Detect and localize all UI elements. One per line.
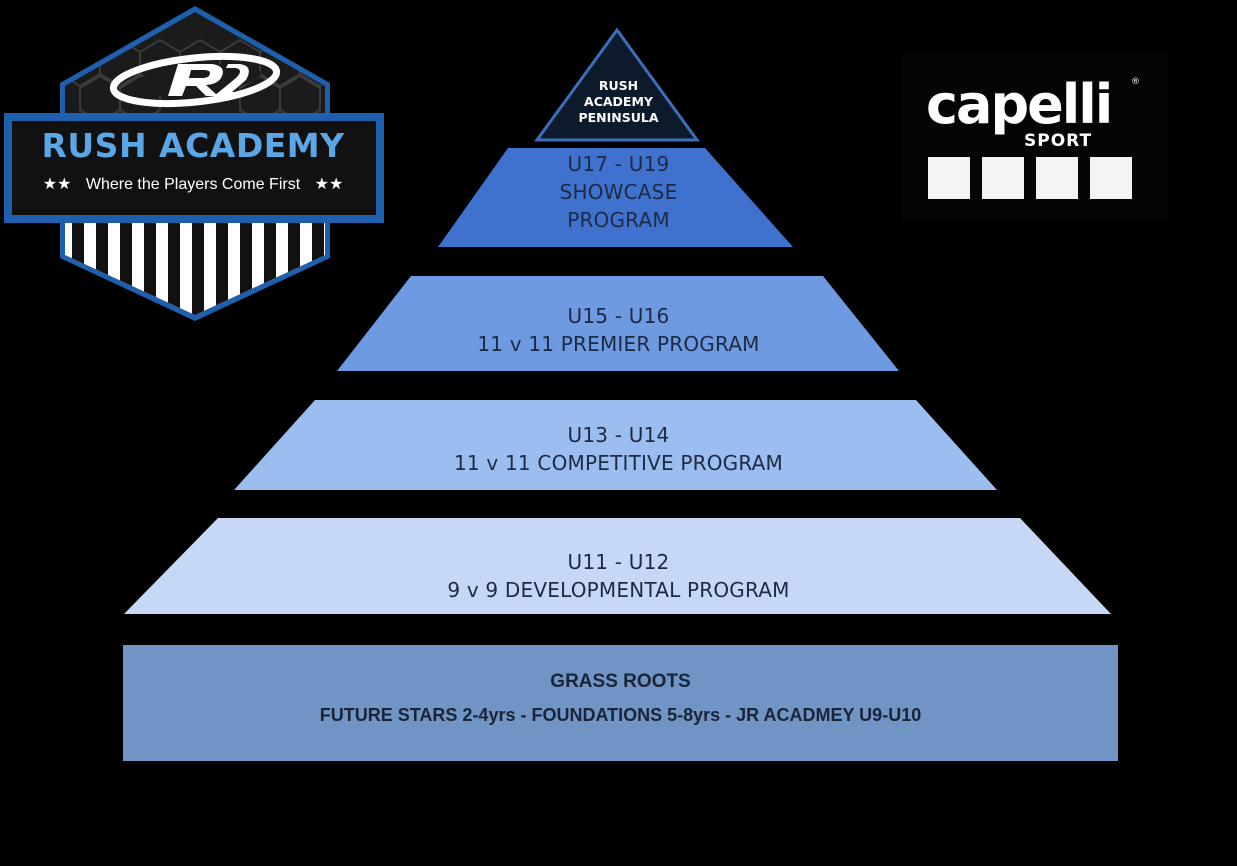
tier-u13-u14-label: U13 - U14 11 v 11 COMPETITIVE PROGRAM <box>0 421 1237 477</box>
grass-roots-label: GRASS ROOTS FUTURE STARS 2-4yrs - FOUNDA… <box>123 645 1118 761</box>
capelli-sport-text: SPORT <box>1024 131 1093 151</box>
grass-roots-subtitle: FUTURE STARS 2-4yrs - FOUNDATIONS 5-8yrs… <box>319 705 922 725</box>
capelli-block <box>928 157 970 199</box>
apex-triangle <box>534 27 700 142</box>
capelli-sport-logo: capelli ® SPORT <box>902 53 1169 221</box>
apex-label: RUSH ACADEMY PENINSULA <box>0 78 1237 126</box>
tier-u13-u14 <box>234 400 997 490</box>
tier-age-range: U13 - U14 <box>567 423 670 447</box>
tier-program-name: 9 v 9 DEVELOPMENTAL PROGRAM <box>447 578 790 602</box>
tier-u17-u19-label: U17 - U19 SHOWCASE PROGRAM <box>0 150 1237 234</box>
tier-program-name: PROGRAM <box>567 208 670 232</box>
tier-age-range: U17 - U19 <box>567 152 670 176</box>
tier-age-range: U15 - U16 <box>567 304 670 328</box>
capelli-block <box>1036 157 1078 199</box>
tier-u17-u19 <box>438 148 793 247</box>
tier-u15-u16 <box>337 276 899 371</box>
tier-u15-u16-label: U15 - U16 11 v 11 PREMIER PROGRAM <box>0 302 1237 358</box>
star-icon: ★★ <box>42 176 72 193</box>
tier-program-name: 11 v 11 PREMIER PROGRAM <box>477 332 760 356</box>
capelli-block <box>982 157 1024 199</box>
tier-u11-u12 <box>124 518 1111 614</box>
rush-academy-logo <box>4 6 384 321</box>
capelli-block <box>1090 157 1132 199</box>
apex-line-3: PENINSULA <box>578 110 659 125</box>
apex-line-2: ACADEMY <box>584 94 653 109</box>
grass-roots-title: GRASS ROOTS <box>550 671 691 692</box>
logo-tagline: Where the Players Come First <box>85 176 301 193</box>
tier-grass-roots <box>123 645 1118 761</box>
logo-academy-name: RUSH ACADEMY <box>41 126 345 165</box>
tier-age-range: U11 - U12 <box>567 550 670 574</box>
tier-program-name: 11 v 11 COMPETITIVE PROGRAM <box>454 451 783 475</box>
registered-mark: ® <box>1131 77 1140 87</box>
apex-line-1: RUSH <box>598 78 639 93</box>
logo-tagline-row: ★★ Where the Players Come First ★★ <box>14 174 372 194</box>
star-icon: ★★ <box>314 176 344 193</box>
capelli-wordmark: capelli <box>926 73 1113 136</box>
tier-program-name: SHOWCASE <box>559 180 678 204</box>
tier-u11-u12-label: U11 - U12 9 v 9 DEVELOPMENTAL PROGRAM <box>0 548 1237 604</box>
